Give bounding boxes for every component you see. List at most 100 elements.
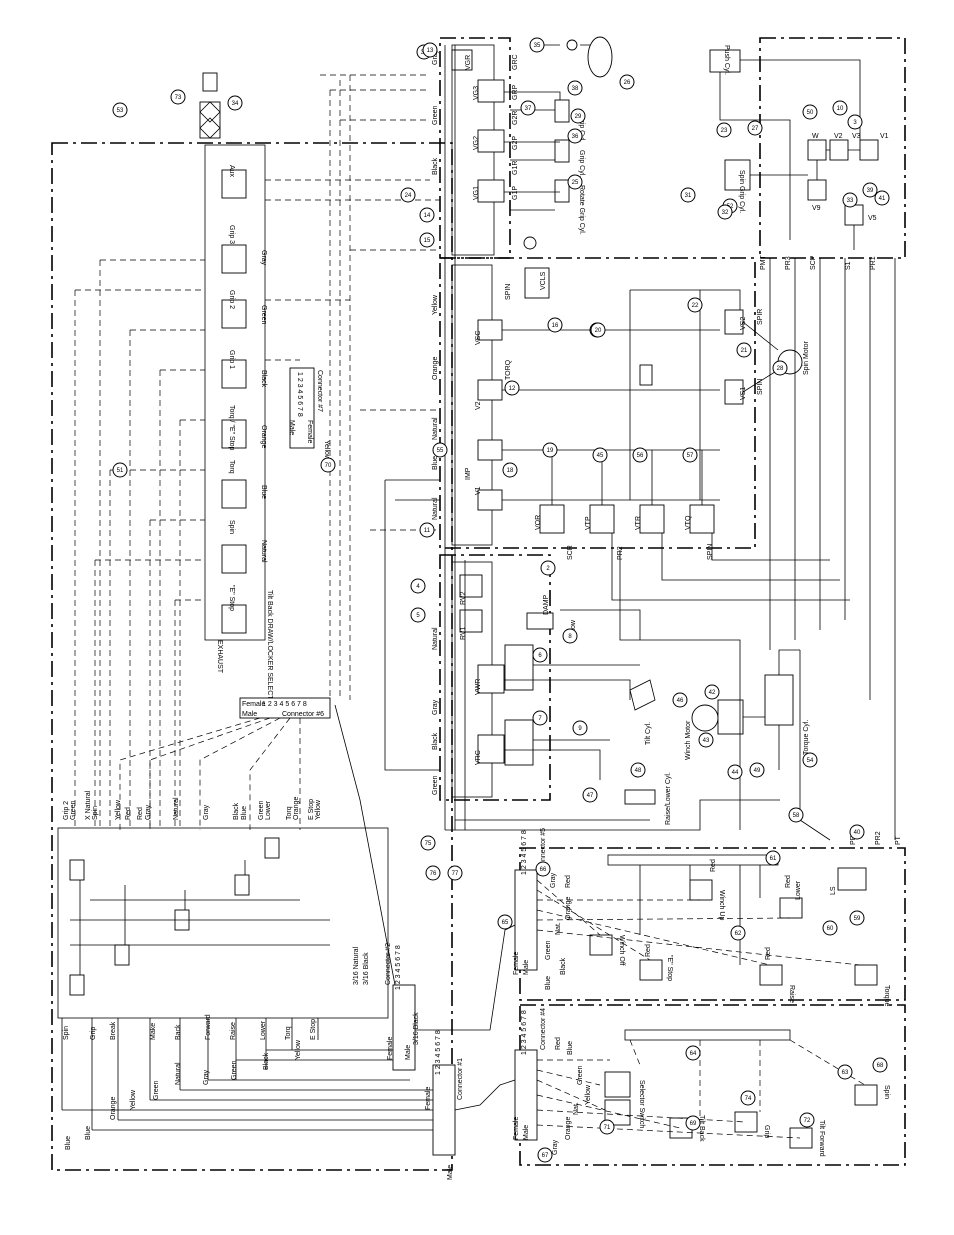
- right-mid-wiring: [536, 865, 861, 966]
- callout-bubble: [772, 360, 788, 376]
- callout-number: 66: [540, 867, 547, 873]
- callout-bubble: [592, 447, 608, 463]
- ur-label-4: V3: [852, 133, 861, 140]
- sw-wire-8: Red: [137, 807, 144, 820]
- low-color-black: Black: [432, 732, 439, 750]
- low-label-winch-motor: Winch Motor: [685, 720, 692, 760]
- callout-bubble: [590, 322, 606, 338]
- rm-label-17: PR2: [875, 831, 882, 845]
- rm-label-19: LS: [830, 886, 837, 895]
- callout-number: 38: [572, 86, 579, 92]
- callout-number: 33: [847, 198, 854, 204]
- sw-top-label-7: Natural: [173, 797, 180, 820]
- callout-number: 35: [534, 43, 541, 49]
- wire-color-gray: Gray: [260, 250, 267, 266]
- spin-grip-cylinder: [724, 159, 751, 191]
- low-color-natural: Natural: [432, 627, 439, 650]
- callout-bubble: [567, 174, 583, 190]
- callout-number: 9: [578, 726, 582, 732]
- connector-6: 1 2 3 4 5 6 7 8 Female Male Connector #6: [239, 697, 331, 719]
- callout-number: 71: [604, 1125, 611, 1131]
- mid-color-natural-2: Natural: [432, 497, 439, 520]
- sw-bottom-label-2: Break: [110, 1021, 117, 1040]
- valve-stack: [204, 144, 266, 641]
- grip-cylinders: [504, 91, 570, 211]
- callout-number: 41: [879, 196, 886, 202]
- spin-port-0: SPIN: [757, 379, 764, 395]
- callout-bubble: [747, 120, 763, 136]
- callout-number: 74: [745, 1096, 752, 1102]
- callout-number: 65: [502, 920, 509, 926]
- callout-bubble: [425, 865, 441, 881]
- callout-number: 14: [424, 213, 431, 219]
- low-valve-rv1: RV1: [460, 626, 467, 640]
- callout-bubble: [535, 861, 551, 877]
- callout-number: 34: [232, 101, 239, 107]
- upper-cyl-2: Rotate Grip Cyl.: [578, 185, 585, 235]
- callout-number: 4: [416, 584, 420, 590]
- mid-label-torq: TORQ: [505, 359, 512, 380]
- sw-top-label-9: Black: [233, 802, 240, 820]
- sw-bottom-label-10: Yellow: [295, 1039, 302, 1060]
- rm-label-1: Red: [565, 875, 572, 888]
- rb-label-5: Nat.: [573, 1102, 580, 1115]
- callout-bubble: [862, 182, 878, 198]
- callout-number: 3: [853, 120, 857, 126]
- callout-number: 19: [547, 448, 554, 454]
- callout-bubble: [788, 807, 804, 823]
- left-pilot-lines: [74, 75, 440, 830]
- connector6-title: Connector #6: [282, 711, 324, 718]
- connector1-pins: 1 2 3 4 5 6 7 8: [435, 1030, 442, 1075]
- rm-label-6: Orange: [565, 897, 572, 920]
- connector1-male: Male: [447, 1165, 454, 1180]
- sw-top-label-1: Green: [70, 800, 77, 820]
- callout-number: 55: [437, 448, 444, 454]
- harness-6-2: [334, 704, 396, 986]
- callout-number: 13: [427, 48, 434, 54]
- filter-assembly: [199, 72, 221, 139]
- callout-bubble: [582, 787, 598, 803]
- callout-number: 58: [793, 813, 800, 819]
- callout-number: 76: [430, 871, 437, 877]
- lower-lines: [504, 609, 800, 805]
- upper-valve-vg2: VG2: [473, 136, 480, 150]
- callout-bubble: [529, 37, 545, 53]
- spin-valve-vs1: VS1: [740, 387, 747, 400]
- sw-top-label-14: Orange: [293, 797, 300, 820]
- sw-top-label-5: Red: [125, 807, 132, 820]
- callout-number: 48: [635, 768, 642, 774]
- callout-bubble: [717, 204, 733, 220]
- callout-bubble: [419, 207, 435, 223]
- ur-label-9: PR3: [785, 256, 792, 270]
- rm-label-13: Red: [645, 944, 652, 957]
- sw-top-label-3: Spin: [92, 806, 99, 820]
- tilt-cylinder: [629, 679, 656, 711]
- sw-bottom-label-4: Back: [175, 1024, 182, 1040]
- switch-panel-frame: [57, 827, 389, 1019]
- callout-bubble: [227, 95, 243, 111]
- callout-bubble: [542, 442, 558, 458]
- sw-wire-0: Natural: [175, 1062, 182, 1085]
- ur-label-12: PR1: [870, 256, 877, 270]
- callout-number: 60: [827, 926, 834, 932]
- callout-number: 45: [597, 453, 604, 459]
- rb-label-0: Red: [555, 1037, 562, 1050]
- mid-label-scr: SCR: [567, 545, 574, 560]
- callout-bubble: [872, 1057, 888, 1073]
- low-color-green: Green: [432, 775, 439, 795]
- winch-motor: [691, 704, 719, 732]
- low-valve-rv2: RV2: [460, 591, 467, 605]
- callout-bubble: [740, 1090, 756, 1106]
- callout-bubble: [447, 865, 463, 881]
- mid-label-imp: IMP: [465, 467, 472, 480]
- callout-bubble: [799, 1112, 815, 1128]
- sw-bottom-label-8: Torq: [285, 1026, 292, 1040]
- callout-bubble: [682, 447, 698, 463]
- callout-number: 22: [692, 303, 699, 309]
- callout-bubble: [532, 647, 548, 663]
- callout-bubble: [727, 764, 743, 780]
- callout-number: 37: [525, 106, 532, 112]
- rb-label-1: Blue: [567, 1041, 574, 1055]
- callout-number: 46: [677, 698, 684, 704]
- callout-number: 18: [507, 468, 514, 474]
